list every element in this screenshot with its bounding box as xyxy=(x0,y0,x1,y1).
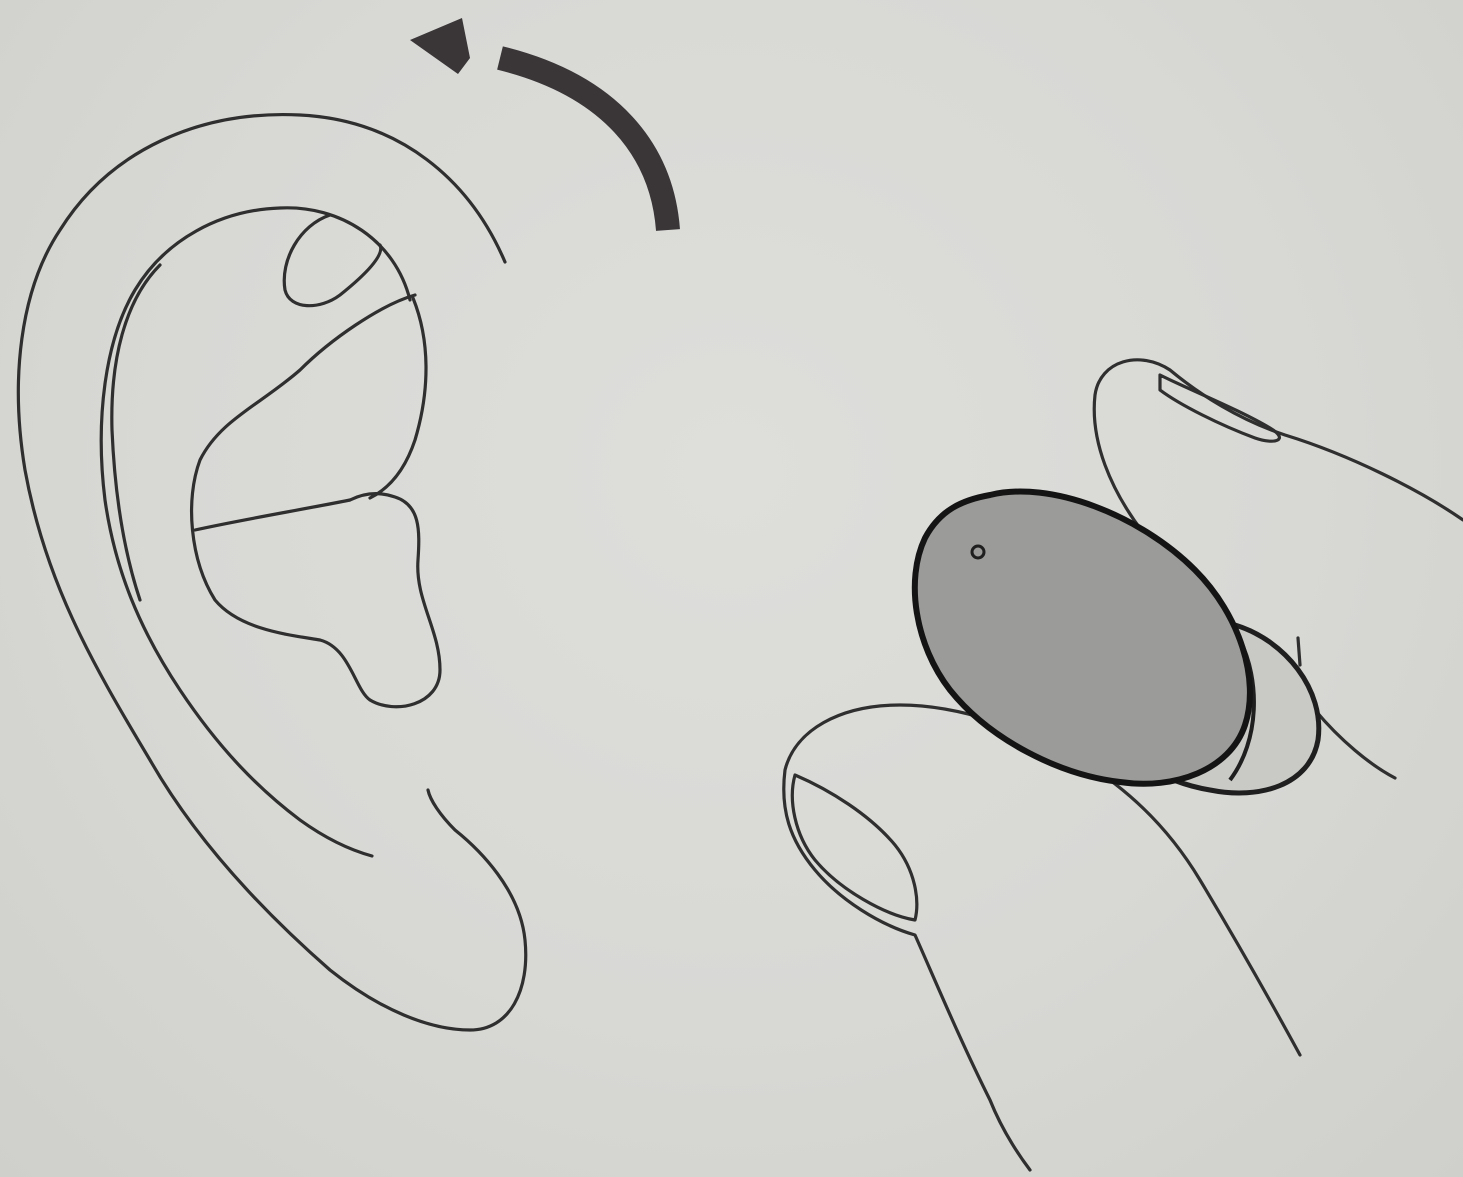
earbud-icon xyxy=(915,492,1319,793)
earbud-body xyxy=(915,492,1250,784)
upper-finger-crease xyxy=(1298,638,1300,665)
upper-fingernail xyxy=(1160,375,1279,441)
ear-rim-inner xyxy=(112,265,160,600)
ear-concha xyxy=(192,295,440,707)
ear-crus-line xyxy=(195,500,350,530)
ear-triangular-fossa xyxy=(284,215,381,306)
curved-arrow-up-left-icon xyxy=(410,18,668,230)
thumbnail xyxy=(792,775,916,920)
ear-icon xyxy=(18,115,525,1030)
ear-concha-rim xyxy=(370,298,426,498)
ear-helix xyxy=(18,115,525,1030)
